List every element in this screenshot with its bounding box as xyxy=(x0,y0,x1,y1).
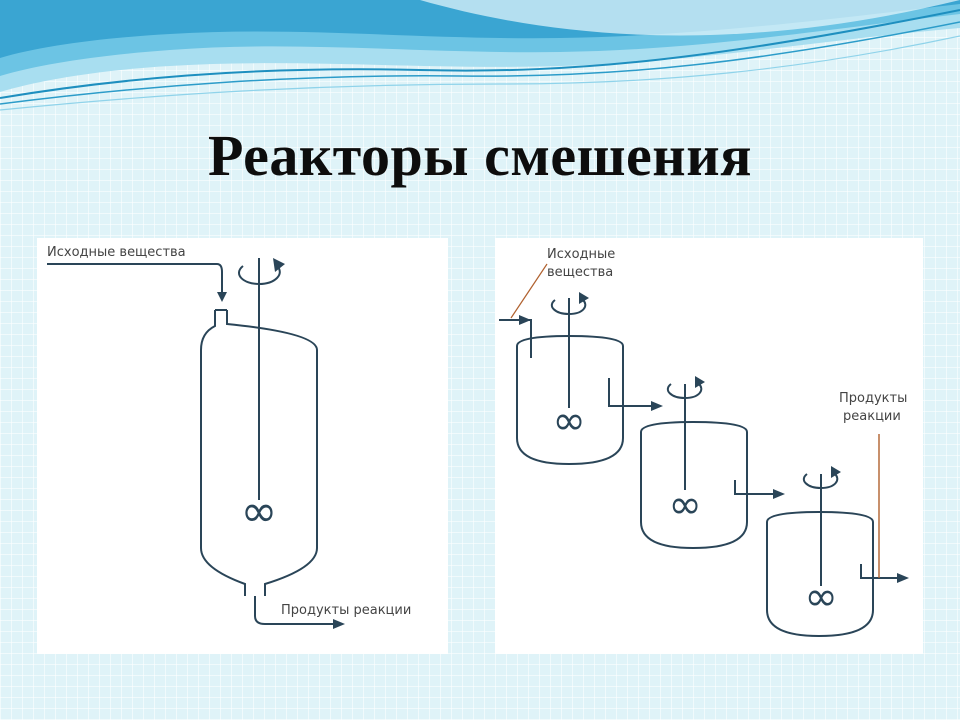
reactor-vessel-3 xyxy=(766,510,874,638)
impeller-2-icon: ∞ xyxy=(668,482,701,528)
wave-line-1 xyxy=(0,9,960,99)
slide-title: Реакторы смешения xyxy=(207,123,752,188)
rotation-arc-2-icon xyxy=(666,383,703,400)
output-label-line1: Продукты xyxy=(839,391,907,406)
transfer-arrow-1-icon xyxy=(651,401,663,411)
input-leader-line xyxy=(510,263,548,319)
rotation-arrow-icon xyxy=(273,258,285,272)
rotation-arc-icon xyxy=(238,265,281,286)
outlet-line xyxy=(254,596,335,625)
input-label: Исходные вещества xyxy=(47,245,186,260)
reactor-cascade-diagram: ∞ ∞ ∞ Исходные вещества Продукты реакции xyxy=(495,238,923,654)
inlet-arrow-icon xyxy=(519,315,531,325)
reactor-vessel-2 xyxy=(640,420,748,550)
impeller-icon: ∞ xyxy=(241,486,278,537)
outlet-arrow-icon xyxy=(897,573,909,583)
rotation-arc-1-icon xyxy=(550,299,587,316)
wave-highlight xyxy=(420,0,960,36)
impeller-1-icon: ∞ xyxy=(552,398,585,444)
output-label: Продукты реакции xyxy=(281,603,411,618)
output-label-line2: реакции xyxy=(843,409,901,424)
rotation-arc-3-icon xyxy=(802,473,839,490)
single-reactor-diagram: ∞ Исходные вещества Продукты реакции xyxy=(37,238,448,654)
wave-header-decoration xyxy=(0,0,960,111)
inlet-arrow-icon xyxy=(217,292,227,302)
transfer-line-1 xyxy=(608,378,653,407)
rotation-arrow-3-icon xyxy=(831,466,841,478)
input-label-line2: вещества xyxy=(547,265,613,280)
input-label-line1: Исходные xyxy=(547,247,615,262)
reactor-vessel xyxy=(200,310,318,596)
inlet-feed-line xyxy=(47,263,223,294)
outlet-arrow-icon xyxy=(333,619,345,629)
wave-line-3 xyxy=(0,35,960,111)
outlet-line xyxy=(860,564,899,579)
transfer-arrow-2-icon xyxy=(773,489,785,499)
wave-line-2 xyxy=(0,21,960,105)
rotation-arrow-2-icon xyxy=(695,376,705,388)
impeller-3-icon: ∞ xyxy=(804,574,837,620)
transfer-line-2 xyxy=(734,480,775,495)
rotation-arrow-1-icon xyxy=(579,292,589,304)
reactor-vessel-1 xyxy=(516,334,624,466)
